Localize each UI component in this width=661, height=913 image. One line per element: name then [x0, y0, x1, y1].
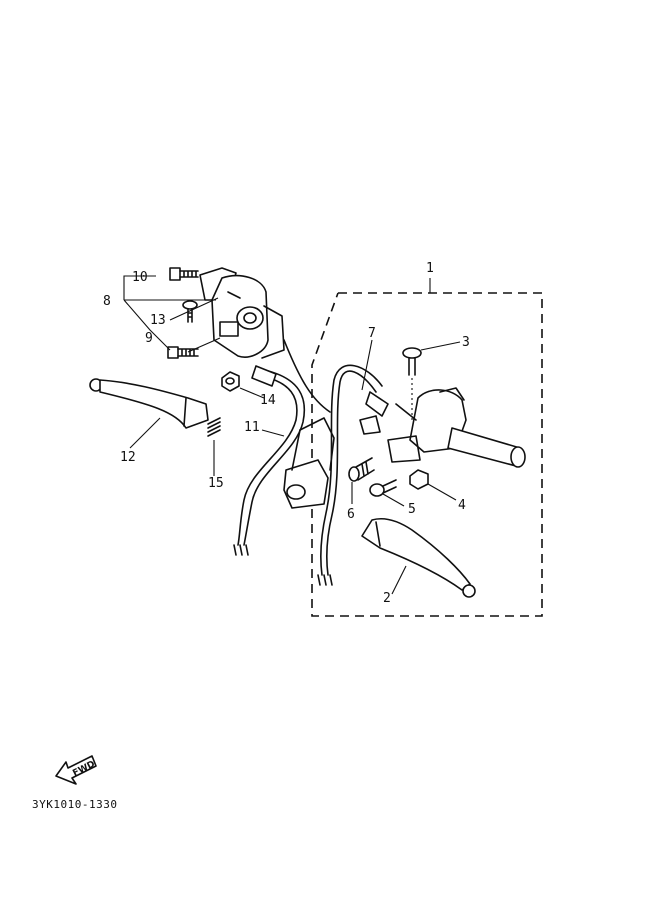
callout-leader-14: [239, 387, 265, 399]
callout-12: 12: [120, 450, 136, 465]
callout-15: 15: [208, 476, 224, 491]
callout-leader-11: [261, 429, 285, 437]
lever-12: [89, 378, 209, 449]
callout-3: 3: [462, 335, 470, 350]
screw-5: [369, 479, 405, 507]
callout-13: 13: [150, 313, 166, 328]
bolt-10: [169, 267, 199, 281]
callout-6: 6: [347, 507, 355, 522]
screw-13: [182, 300, 198, 323]
cable-11: [233, 365, 306, 556]
nut-4: [409, 469, 457, 501]
part-code: 3YK1010-1330: [32, 798, 118, 811]
callout-10: 10: [132, 270, 148, 285]
fwd-arrow-icon: FWD: [55, 755, 97, 785]
callout-1: 1: [426, 261, 434, 276]
assembly-box-dashed: [311, 292, 543, 617]
bolt-9: [167, 346, 199, 359]
callout-11: 11: [244, 420, 260, 435]
left-lever-holder: [199, 267, 285, 359]
nut-14: [221, 371, 240, 392]
callout-14: 14: [260, 393, 276, 408]
callout-leader-7: [361, 339, 373, 391]
callout-2: 2: [383, 591, 391, 606]
callout-bracket-8-9-10: [123, 275, 221, 353]
callout-4: 4: [458, 498, 466, 513]
spring-15: [207, 417, 221, 476]
cable-7: [317, 364, 389, 586]
callout-8: 8: [103, 294, 111, 309]
callout-5: 5: [408, 502, 416, 517]
lever-2: [361, 517, 476, 598]
pivot-bolt-6: [348, 457, 375, 504]
center-clamp: [283, 339, 335, 509]
callout-7: 7: [368, 326, 376, 341]
callout-9: 9: [145, 331, 153, 346]
master-cylinder: [359, 387, 526, 468]
bolt-3: [402, 341, 461, 420]
